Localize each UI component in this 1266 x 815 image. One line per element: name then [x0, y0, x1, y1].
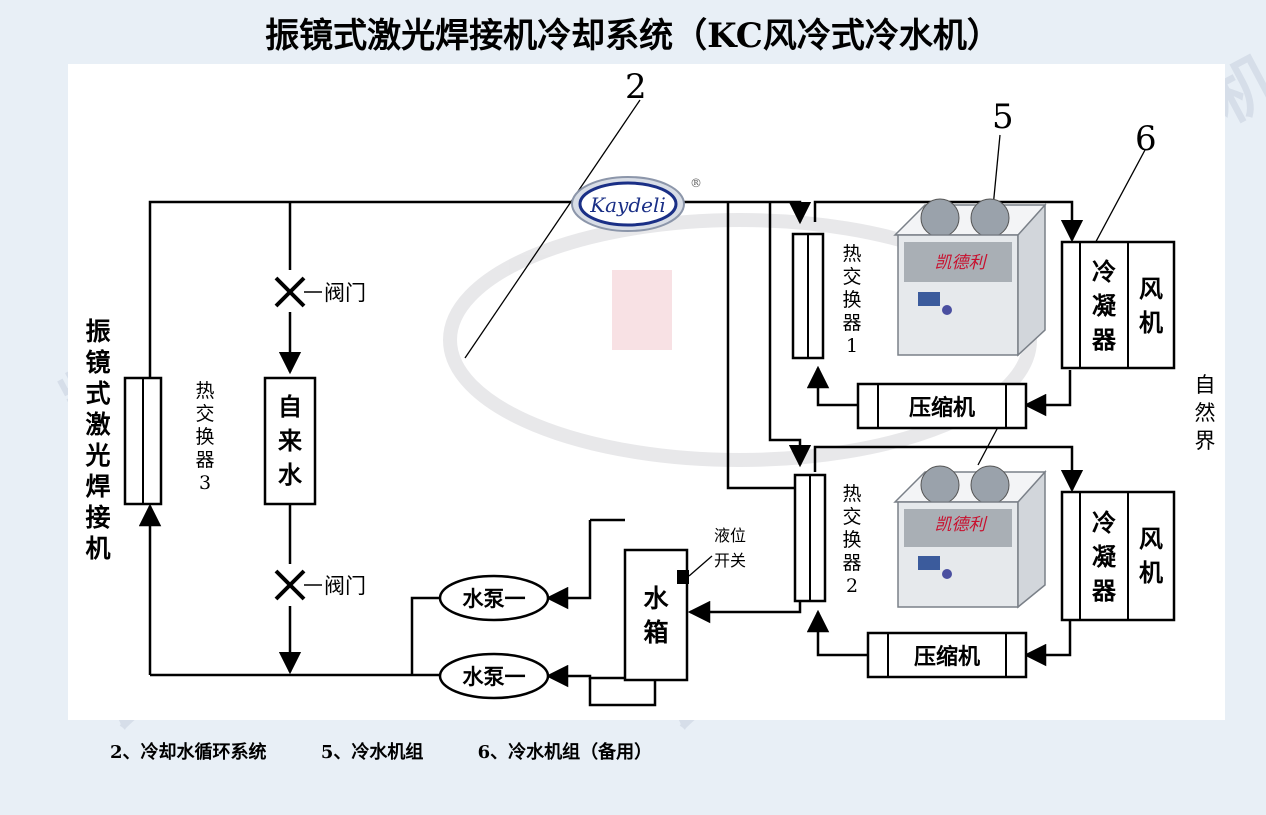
tap-water-char: 水	[278, 460, 303, 489]
water-pump: 水泵一	[438, 652, 550, 700]
legend-item: 6、冷水机组（备用）	[477, 742, 653, 763]
hx2-label-char: 热	[842, 483, 861, 505]
valve-icon	[274, 276, 306, 601]
level-switch-icon	[677, 570, 689, 584]
callout-2-leader	[464, 99, 641, 359]
hx2-label-char: 2	[846, 575, 858, 597]
water-tank: 水 箱	[623, 548, 689, 682]
legend: 2、冷却水循环系统 5、冷水机组 6、冷水机组（备用）	[110, 738, 700, 764]
compressor-label: 压缩机	[909, 395, 975, 421]
tap-water-char: 来	[278, 426, 303, 455]
hx1-label-char: 1	[846, 335, 858, 357]
hx1-label-char: 换	[842, 289, 861, 311]
heat-exchanger-2	[793, 473, 827, 603]
chiller-unit-image: 凯德利	[893, 465, 1047, 609]
hx2-label-char: 器	[842, 552, 861, 574]
pump-label: 水泵一	[463, 586, 526, 611]
condenser-char: 凝	[1092, 291, 1117, 320]
laser-label-char: 镜	[85, 348, 110, 377]
fan-char: 风	[1139, 524, 1163, 553]
hx3-label-char: 3	[199, 472, 211, 494]
laser-label-char: 接	[85, 503, 110, 532]
tap-water-char: 自	[278, 392, 302, 421]
pump-label: 水泵一	[463, 664, 526, 689]
tank-char: 水	[643, 584, 669, 613]
laser-label-char: 振	[85, 317, 110, 346]
condenser-fan-2: 冷 凝 器 风 机	[1060, 490, 1176, 622]
fan-char: 风	[1139, 274, 1163, 303]
tank-char: 箱	[643, 618, 668, 647]
compressor-label: 压缩机	[914, 644, 980, 670]
condenser-char: 凝	[1092, 542, 1117, 571]
condenser-fan-1: 冷 凝 器 风 机	[1060, 240, 1176, 370]
laser-label-char: 焊	[85, 472, 110, 501]
hx3-label: 热 交 换 器 3	[195, 380, 214, 494]
compressor-1: 压缩机	[856, 382, 1028, 430]
laser-label-char: 机	[85, 534, 110, 563]
nature-label: 自 然 界	[1195, 373, 1216, 453]
legend-item: 5、冷水机组	[320, 742, 424, 763]
hx1-label-char: 交	[842, 266, 861, 288]
hx2-label-char: 换	[842, 529, 861, 551]
registered-mark: ®	[690, 176, 702, 190]
level-switch-label: 开关	[714, 551, 746, 570]
fan-char: 机	[1139, 558, 1163, 587]
level-switch-label: 液位	[714, 526, 746, 545]
condenser-char: 器	[1091, 576, 1117, 605]
fan-char: 机	[1139, 308, 1163, 337]
laser-label-char: 激	[85, 410, 110, 439]
callout-5: 5	[992, 97, 1014, 137]
chiller-brand: 凯德利	[935, 253, 989, 273]
logo-text: Kaydeli	[589, 193, 666, 217]
hx1-label-char: 器	[842, 312, 861, 334]
level-switch-leader	[688, 555, 713, 577]
valve-label: 阀门	[324, 281, 366, 305]
condenser-char: 器	[1091, 325, 1117, 354]
valve-label: 阀门	[324, 574, 366, 598]
nature-char: 界	[1195, 429, 1216, 453]
water-pump: 水泵一	[438, 574, 550, 622]
laser-machine-label: 振 镜 式 激 光 焊 接 机	[84, 317, 110, 563]
hx3-label-char: 热	[195, 380, 214, 402]
legend-item: 2、冷却水循环系统	[110, 742, 267, 763]
callout-6: 6	[1135, 119, 1157, 159]
chiller-brand: 凯德利	[935, 515, 989, 535]
nature-char: 自	[1195, 373, 1216, 397]
hx1-label: 热 交 换 器 1	[842, 243, 861, 357]
laser-label-char: 式	[85, 379, 110, 408]
laser-label-char: 光	[84, 441, 110, 470]
tap-water-box: 自 来 水	[263, 376, 317, 506]
diagram-panel: 2 5 6 Kaydeli ®	[68, 64, 1225, 720]
condenser-char: 冷	[1092, 508, 1116, 537]
compressor-2: 压缩机	[866, 631, 1028, 679]
pipe-network	[138, 200, 1084, 707]
hx3-label-char: 交	[195, 403, 214, 425]
nature-char: 然	[1195, 401, 1216, 425]
hx1-label-char: 热	[842, 243, 861, 265]
condenser-char: 冷	[1092, 257, 1116, 286]
diagram-title: 振镜式激光焊接机冷却系统（KC风冷式冷水机）	[265, 16, 1001, 56]
chiller-unit-image: 凯德利	[893, 198, 1047, 357]
hx3-label-char: 器	[195, 449, 214, 471]
hx2-label: 热 交 换 器 2	[842, 483, 861, 597]
hx2-label-char: 交	[842, 506, 861, 528]
hx3-label-char: 换	[195, 426, 214, 448]
kaydeli-logo: Kaydeli ®	[571, 176, 702, 232]
callout-2: 2	[625, 67, 647, 107]
heat-exchanger-1	[791, 232, 825, 360]
heat-exchanger-3	[123, 376, 163, 506]
